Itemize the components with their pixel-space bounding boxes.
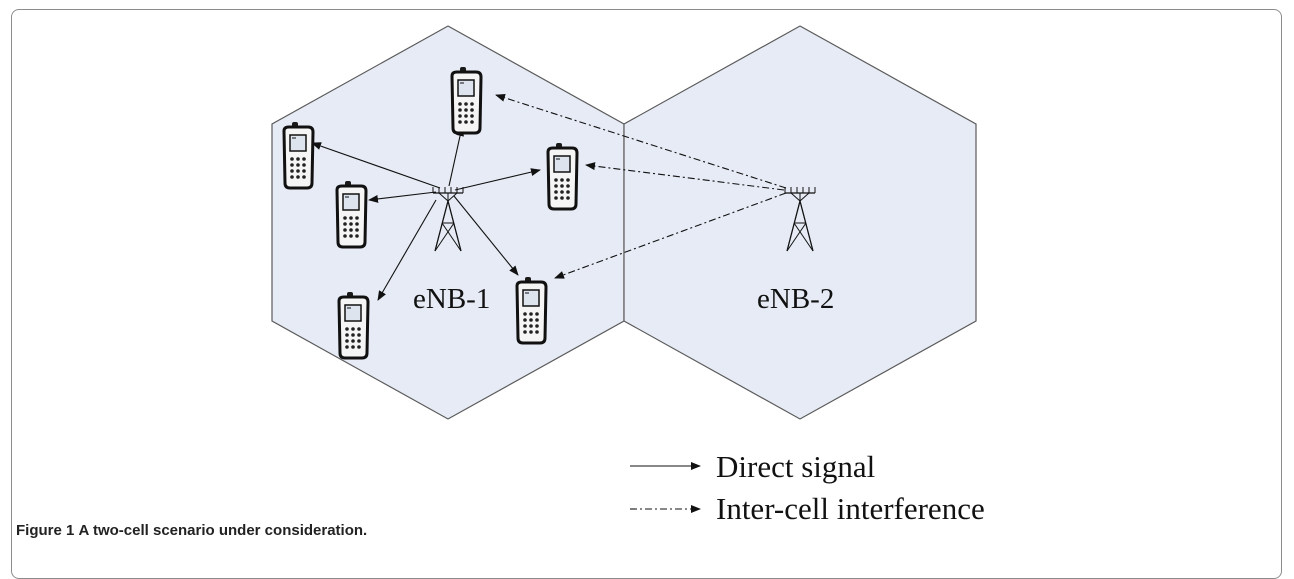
figure-label: Figure 1: [16, 522, 75, 539]
interference-arrow-mid: [585, 162, 785, 191]
interference-arrow-top: [495, 93, 787, 189]
station-label-1: eNB-1: [413, 283, 490, 315]
direct-arrow-upper-left: [311, 142, 441, 189]
direct-arrow-left: [368, 191, 437, 203]
phone-icon: [546, 141, 579, 211]
phone-icon: [337, 290, 370, 360]
figure-caption: Figure 1 A two-cell scenario under consi…: [16, 522, 367, 539]
direct-arrow-lower-left: [377, 199, 437, 301]
phone-icon: [450, 65, 483, 135]
phone-icon: [282, 120, 315, 190]
direct-arrow-right: [454, 168, 541, 191]
legend-direct-label: Direct signal: [716, 449, 875, 484]
interference-arrow-low: [554, 192, 787, 279]
figure-caption-text: A two-cell scenario under consideration.: [78, 522, 368, 539]
legend: Direct signal Inter-cell interference: [630, 449, 985, 526]
phone-icon: [515, 275, 548, 345]
direct-signal-arrows: [311, 126, 541, 301]
station-label-2: eNB-2: [757, 283, 834, 315]
legend-interference-label: Inter-cell interference: [716, 491, 985, 526]
direct-arrow-top: [448, 126, 464, 187]
interference-arrows: [495, 93, 787, 279]
cell-diagram: eNB-1 eNB-2 Direct signal Inter-cell int…: [271, 25, 985, 526]
direct-arrow-lower-right: [453, 195, 519, 276]
phone-icon: [335, 179, 368, 249]
